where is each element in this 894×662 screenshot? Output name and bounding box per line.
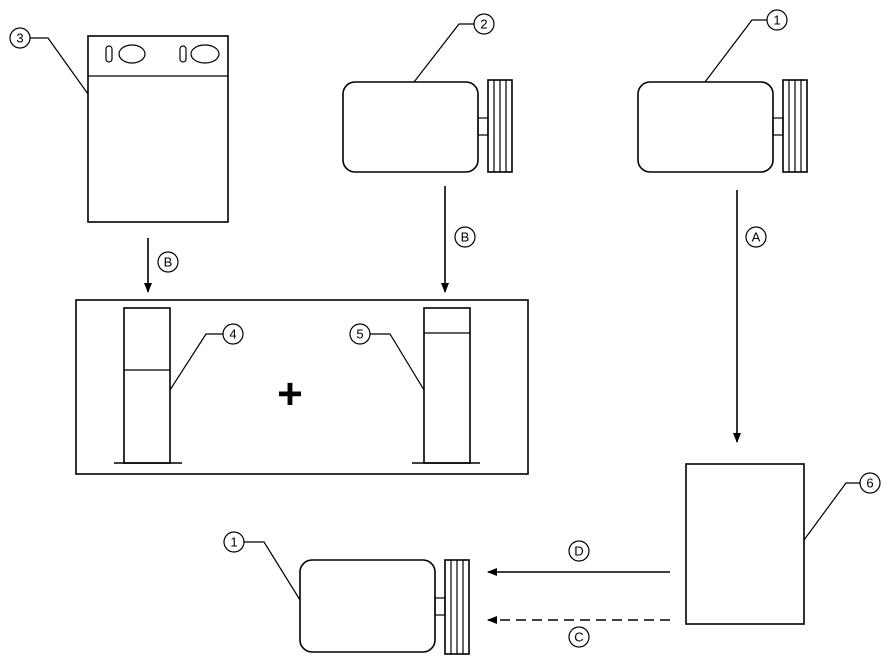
component-5-part (412, 307, 480, 464)
callout-6: 6 (803, 472, 881, 541)
svg-text:3: 3 (16, 31, 23, 46)
arrow-label-a: A (745, 226, 767, 248)
component-3-unit (87, 35, 229, 223)
callout-1-top: 1 (704, 9, 788, 83)
callout-1-bottom: 1 (223, 531, 301, 601)
svg-text:1: 1 (230, 535, 237, 550)
component-1-unit-top (637, 79, 808, 173)
svg-text:5: 5 (356, 327, 363, 342)
component-2-unit (342, 79, 513, 173)
component-4-part (114, 307, 182, 464)
callout-2: 2 (413, 13, 495, 83)
svg-text:B: B (164, 255, 173, 270)
arrow-label-b-mid: B (454, 226, 476, 248)
svg-text:1: 1 (773, 13, 780, 28)
svg-text:4: 4 (229, 327, 236, 342)
plus-operator: + (277, 370, 303, 419)
svg-text:2: 2 (480, 17, 487, 32)
arrow-label-c: C (568, 626, 590, 648)
arrow-label-b-left: B (157, 251, 179, 273)
assembly-box (75, 299, 529, 475)
svg-text:6: 6 (866, 476, 873, 491)
svg-text:B: B (461, 230, 470, 245)
callout-5: 5 (349, 323, 425, 391)
component-6-unit (685, 463, 805, 625)
callout-3: 3 (9, 27, 89, 95)
svg-text:C: C (574, 630, 583, 645)
svg-text:A: A (752, 230, 761, 245)
arrow-label-d: D (568, 540, 590, 562)
callout-4: 4 (169, 323, 244, 391)
svg-text:D: D (574, 544, 583, 559)
component-1-unit-bottom (299, 559, 470, 655)
